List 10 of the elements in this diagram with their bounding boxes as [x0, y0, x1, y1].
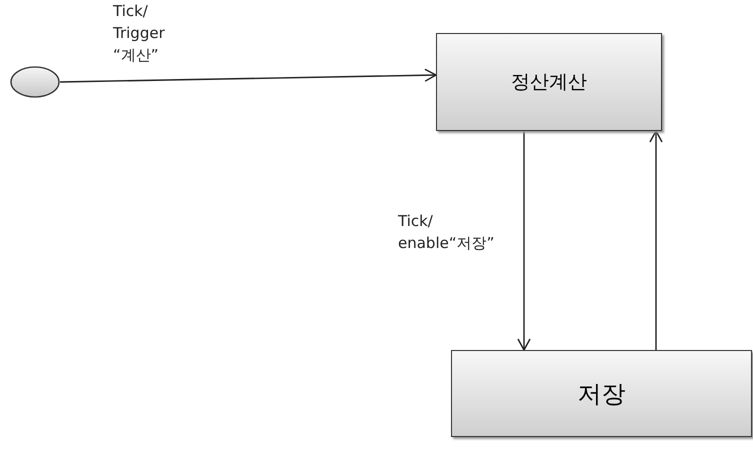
arrow: [517, 131, 531, 351]
state-name: 저장: [578, 378, 626, 410]
edge-label: Tick/ enable“저장”: [398, 211, 496, 254]
state-name: 정산계산: [511, 70, 587, 95]
arrow: [649, 130, 663, 350]
state-box: [436, 33, 662, 131]
start-circle: [10, 66, 60, 98]
arrow: [60, 68, 437, 83]
state-box: [451, 350, 752, 437]
edge-label: Tick/ Trigger “계산”: [113, 1, 166, 66]
